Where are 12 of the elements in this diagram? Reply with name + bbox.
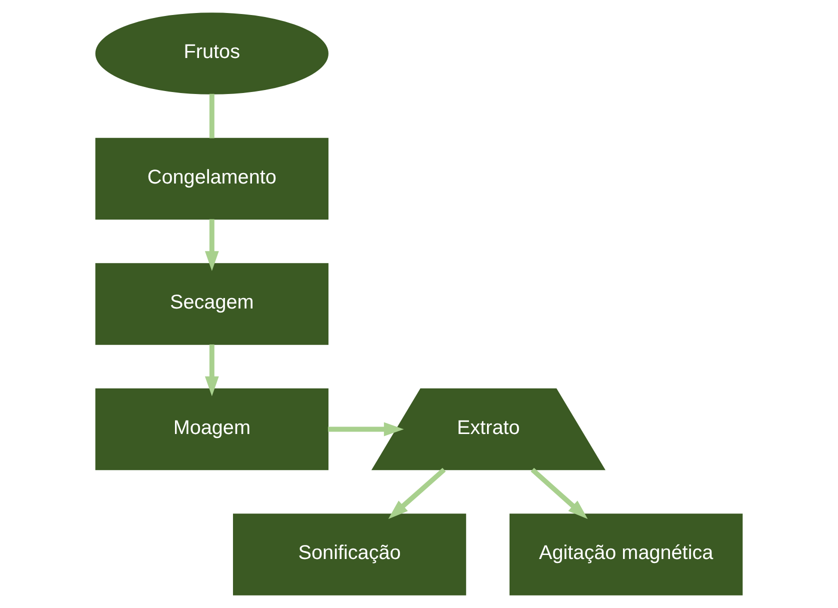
arrow [530,468,588,520]
node-box: Sonificação [233,514,466,596]
arrow [204,344,219,396]
node-box: Moagem [95,388,328,470]
node-box: Congelamento [95,138,328,220]
arrow [328,422,404,436]
arrow [204,219,219,272]
connector [209,94,214,138]
arrow [388,468,446,519]
node-ellipse: Frutos [95,12,328,94]
node-box: Secagem [95,263,328,345]
node-box: Agitação magnética [510,514,743,596]
